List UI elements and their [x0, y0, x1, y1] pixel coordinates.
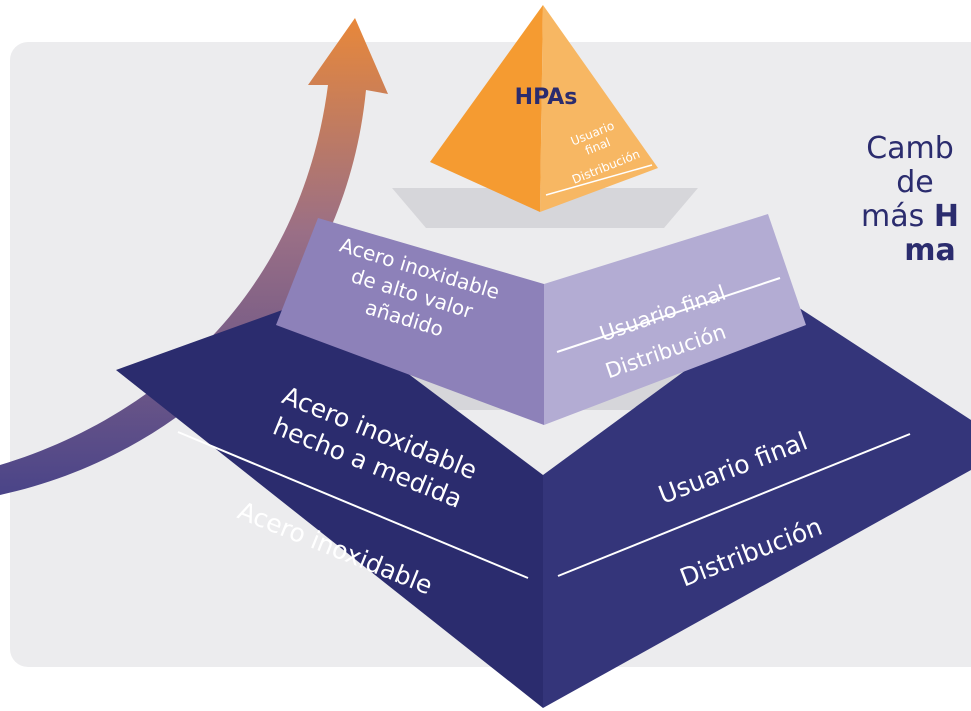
base-tier-right	[543, 298, 971, 708]
hpas-label: HPAs	[515, 85, 578, 110]
top-tier-right	[540, 5, 658, 212]
base-tier-left	[116, 300, 543, 708]
middle-right-divider	[556, 277, 781, 353]
base-left-divider	[177, 431, 529, 579]
top-tier-left	[430, 5, 543, 212]
side-caption-line-2: de	[896, 165, 934, 200]
middle-tier-right	[544, 214, 806, 425]
side-caption-line-1: Camb	[866, 131, 954, 166]
side-caption-bold-h: H	[933, 199, 959, 234]
top-right-divider	[545, 164, 653, 196]
side-caption-line-4: ma	[770, 234, 971, 268]
base-right-divider	[557, 433, 911, 577]
side-caption-prefix: más	[861, 199, 934, 234]
side-caption-line-3: más H	[730, 200, 971, 234]
side-caption: Camb de más H ma	[830, 132, 971, 268]
middle-tier-left	[276, 218, 544, 425]
side-caption-bold-ma: ma	[904, 233, 956, 268]
